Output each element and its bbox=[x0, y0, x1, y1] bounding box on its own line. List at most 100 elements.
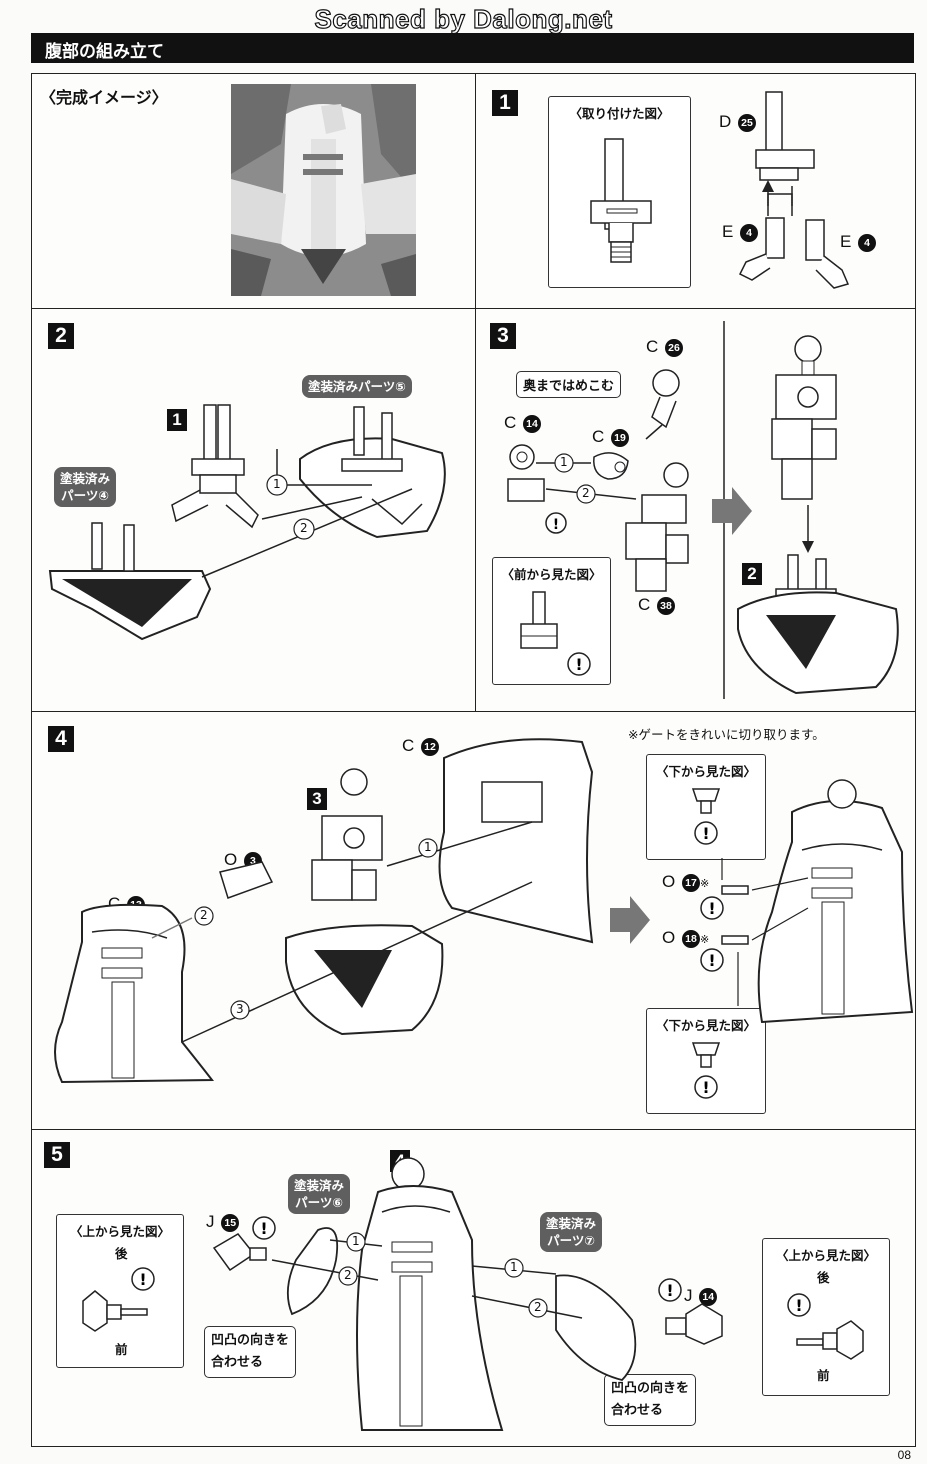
align-right-line2: 合わせる bbox=[611, 1403, 664, 1418]
painted-part-7-label: 塗装済み パーツ⑦ bbox=[540, 1212, 603, 1252]
section-title: 腹部の組み立て bbox=[45, 42, 164, 62]
part-c12: C 12 bbox=[402, 736, 440, 756]
painted-part-6-line2: パーツ⑥ bbox=[295, 1195, 343, 1210]
svg-text:!: ! bbox=[666, 1281, 673, 1300]
step5-panel: 5 4 塗装済み パーツ⑥ 塗装済み パーツ⑦ J 15 J 14 〈上から見た… bbox=[31, 1129, 916, 1447]
painted-part-6-line1: 塗装済み bbox=[294, 1178, 345, 1193]
top-view-box-left: 〈上から見た図〉 後 前 ! bbox=[56, 1214, 184, 1368]
step2-arrow-1: 1 bbox=[273, 477, 281, 491]
page-number: 08 bbox=[897, 1448, 911, 1462]
part-c38: C 38 bbox=[638, 595, 676, 615]
step2-arrow-2: 2 bbox=[300, 521, 308, 535]
step5-number: 5 bbox=[44, 1142, 70, 1168]
gate-trim-note: ※ゲートをきれいに切り取ります。 bbox=[628, 727, 825, 742]
align-callout-left: 凹凸の向きを 合わせる bbox=[204, 1326, 297, 1378]
part-e4-left-badge: 4 bbox=[740, 223, 759, 242]
step3-arrow-2: 2 bbox=[582, 486, 590, 500]
torso-photo-illustration bbox=[231, 84, 416, 296]
bottom-view-top-diagram: ! bbox=[691, 788, 721, 845]
svg-text:!: ! bbox=[139, 1270, 146, 1289]
painted-part-7-line2: パーツ⑦ bbox=[547, 1233, 595, 1248]
part-o17-badge: 17 bbox=[681, 873, 700, 892]
svg-text:!: ! bbox=[260, 1219, 267, 1238]
part-o17: O 17※ bbox=[662, 872, 710, 892]
part-e4-right-badge: 4 bbox=[858, 233, 877, 252]
attached-view-title: 〈取り付けた図〉 bbox=[569, 106, 670, 121]
push-in-callout: 奥まではめこむ bbox=[516, 371, 622, 398]
step2-ref-step1: 1 bbox=[167, 409, 187, 431]
top-view-left-title: 〈上から見た図〉 bbox=[69, 1224, 170, 1239]
part-c14-badge: 14 bbox=[523, 414, 542, 433]
step5-diagram: ! ! bbox=[212, 1157, 723, 1431]
painted-part-4-line1: 塗装済み bbox=[60, 471, 111, 486]
step4-arrow-2: 2 bbox=[200, 908, 208, 922]
painted-part-5-label: 塗装済みパーツ⑤ bbox=[302, 375, 412, 398]
top-view-right-title: 〈上から見た図〉 bbox=[775, 1248, 876, 1263]
step1-number: 1 bbox=[492, 90, 518, 116]
bottom-view-top-title: 〈下から見た図〉 bbox=[655, 764, 756, 779]
svg-text:!: ! bbox=[702, 1078, 709, 1097]
step4-number: 4 bbox=[48, 726, 74, 752]
step1-assembly-diagram bbox=[738, 91, 850, 289]
top-view-right-front: 前 bbox=[817, 1368, 830, 1383]
completed-image-title: 〈完成イメージ〉 bbox=[40, 88, 168, 107]
align-right-line1: 凹凸の向きを bbox=[611, 1381, 690, 1396]
step5-arrow-2-right: 2 bbox=[534, 1300, 542, 1314]
part-d25: D 25 bbox=[719, 112, 757, 132]
attached-view-box: 〈取り付けた図〉 bbox=[548, 96, 691, 288]
step2-panel: 2 1 塗装済みパーツ⑤ 塗装済み パーツ④ 1 2 bbox=[31, 308, 476, 712]
svg-text:!: ! bbox=[702, 824, 709, 843]
bottom-view-bottom-title: 〈下から見た図〉 bbox=[655, 1018, 756, 1033]
part-o18: O 18※ bbox=[662, 928, 710, 948]
bottom-view-box-top: 〈下から見た図〉 ! bbox=[646, 754, 766, 860]
part-d25-badge: 25 bbox=[738, 113, 757, 132]
top-view-right-back: 後 bbox=[817, 1270, 830, 1285]
align-callout-right: 凹凸の向きを 合わせる bbox=[604, 1374, 697, 1426]
part-o18-badge: 18 bbox=[681, 929, 700, 948]
step4-ref-step3: 3 bbox=[307, 788, 327, 810]
painted-part-6-label: 塗装済み パーツ⑥ bbox=[288, 1174, 351, 1214]
part-j15-badge: 15 bbox=[221, 1213, 240, 1232]
scanner-watermark: Scanned by Dalong.net bbox=[314, 3, 613, 34]
top-view-left-back: 後 bbox=[115, 1246, 128, 1261]
step4-arrow-1: 1 bbox=[424, 840, 432, 854]
svg-text:!: ! bbox=[708, 899, 715, 918]
step3-number: 3 bbox=[490, 323, 516, 349]
completed-photo bbox=[231, 84, 416, 296]
top-view-left-front: 前 bbox=[115, 1342, 128, 1357]
step3-diagram: ! bbox=[507, 321, 899, 699]
painted-part-7-line1: 塗装済み bbox=[546, 1216, 597, 1231]
bottom-view-bottom-diagram: ! bbox=[691, 1042, 721, 1099]
svg-text:!: ! bbox=[795, 1296, 802, 1315]
top-view-left-diagram: ! bbox=[82, 1267, 155, 1332]
section-header: 腹部の組み立て bbox=[31, 33, 914, 63]
step5-arrow-1-left: 1 bbox=[352, 1234, 360, 1248]
part-c26-badge: 26 bbox=[665, 338, 684, 357]
step2-number: 2 bbox=[48, 323, 74, 349]
top-view-box-right: 〈上から見た図〉 後 前 ! bbox=[762, 1238, 890, 1396]
svg-text:!: ! bbox=[553, 517, 559, 533]
bottom-view-box-bottom: 〈下から見た図〉 ! bbox=[646, 1008, 766, 1114]
step5-arrow-2-left: 2 bbox=[344, 1268, 352, 1282]
part-c26: C 26 bbox=[646, 337, 684, 357]
part-c38-badge: 38 bbox=[657, 596, 676, 615]
top-view-right-diagram: ! bbox=[787, 1293, 864, 1360]
part-e4-right: E 4 bbox=[840, 232, 877, 252]
part-j15: J 15 bbox=[206, 1212, 240, 1232]
part-c19: C 19 bbox=[592, 427, 630, 447]
svg-text:!: ! bbox=[575, 655, 582, 674]
painted-part-4-label: 塗装済み パーツ④ bbox=[54, 467, 117, 507]
align-left-line1: 凹凸の向きを bbox=[211, 1333, 290, 1348]
step3-panel: 3 奥まではめこむ C 26 C 14 C 19 C 38 〈前から見た図〉 !… bbox=[475, 308, 916, 712]
part-e4-left: E 4 bbox=[722, 222, 759, 242]
part-c19-badge: 19 bbox=[611, 428, 630, 447]
step5-arrow-1-right: 1 bbox=[510, 1260, 518, 1274]
part-c12-badge: 12 bbox=[421, 737, 440, 756]
front-view-title: 〈前から見た図〉 bbox=[501, 567, 602, 582]
step4-arrow-3: 3 bbox=[236, 1002, 244, 1016]
step2-diagram bbox=[48, 404, 446, 641]
part-j14: J 14 bbox=[684, 1286, 718, 1306]
part-j14-badge: 14 bbox=[699, 1287, 718, 1306]
svg-text:!: ! bbox=[708, 951, 715, 970]
attached-part-diagram bbox=[590, 138, 652, 263]
